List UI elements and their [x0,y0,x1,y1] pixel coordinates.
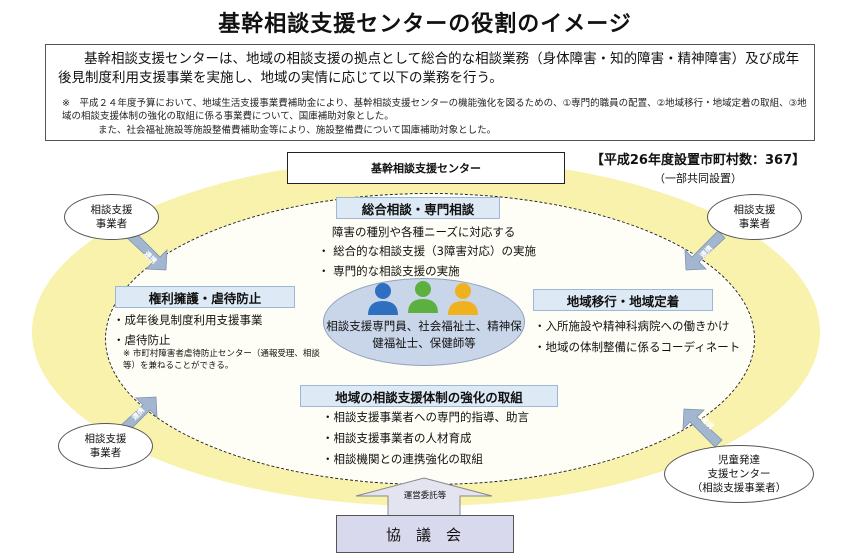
up-arrow-icon [355,477,493,518]
connector-bottom-right: 連携 [682,408,723,448]
provider-bottom-left: 相談支援 事業者 [58,423,153,469]
list-item: ・入所施設や精神科病院への働きかけ [534,319,730,333]
page-title: 基幹相談支援センターの役割のイメージ [218,12,632,37]
rights-advocacy-list: ・成年後見制度利用支援事業 ・虐待防止 [113,310,313,350]
list-item: ・相談支援事業者の人材育成 [322,431,472,445]
outsourcing-label: 運営委託等 [403,491,447,501]
list-item: ・地域の体制整備に係るコーディネート [534,340,741,354]
system-strengthening-heading: 地域の相談支援体制の強化の取組 [300,385,558,407]
municipality-count-note: （一部共同設置） [654,172,742,185]
budget-note: ※ 平成２４年度予算において、地域生活支援事業費補助金により、基幹相談支援センタ… [62,98,807,122]
general-consultation-intro: 障害の種別や各種ニーズに対応する [332,225,516,239]
center-title-box: 基幹相談支援センター [287,152,565,184]
summary-text: 基幹相談支援センターは、地域の相談支援の拠点として総合的な相談業務（身体障害・知… [58,51,800,86]
list-item: ・ 専門的な相談支援の実施 [318,264,460,278]
municipality-count: 【平成26年度設置市町村数：367】 [590,153,806,168]
connector-top-right: 連携 [684,230,726,271]
staff-people-icon [368,281,478,315]
list-item: ・ 総合的な相談支援（3障害対応）の実施 [318,244,536,258]
summary-box [45,44,815,141]
general-consultation-heading: 総合相談・専門相談 [336,197,500,219]
staff-list-text: 相談支援専門員、社会福祉士、精神保健福祉士、保健師等 [326,319,522,350]
facility-note: また、社会福祉施設等施設整備費補助金等により、施設整備費について国庫補助対象とし… [98,125,497,136]
provider-top-left: 相談支援 事業者 [64,194,159,240]
system-strengthening-list: ・相談支援事業者への専門的指導、助言 ・相談支援事業者の人材育成 ・相談機関との… [322,407,552,470]
person-yellow-icon [448,283,478,315]
list-item: ・虐待防止 [113,333,171,347]
child-development-center: 児童発達 支援センター （相談支援事業者） [664,445,814,503]
provider-top-right: 相談支援 事業者 [707,194,802,240]
rights-advocacy-heading: 権利擁護・虐待防止 [115,286,295,308]
list-item: ・相談機関との連携強化の取組 [322,452,483,466]
general-consultation-list: ・ 総合的な相談支援（3障害対応）の実施 ・ 専門的な相談支援の実施 [318,241,578,281]
rights-advocacy-note: ※ 市町村障害者虐待防止センター（通報受理、相談等）を兼ねることができる。 [123,349,320,371]
community-transition-list: ・入所施設や精神科病院への働きかけ ・地域の体制整備に係るコーディネート [534,316,749,358]
list-item: ・成年後見制度利用支援事業 [113,313,263,327]
community-transition-heading: 地域移行・地域定着 [533,289,713,311]
council-box: 協議会 [336,515,514,553]
list-item: ・相談支援事業者への専門的指導、助言 [322,410,529,424]
person-blue-icon [368,283,398,315]
person-green-icon [408,281,438,313]
